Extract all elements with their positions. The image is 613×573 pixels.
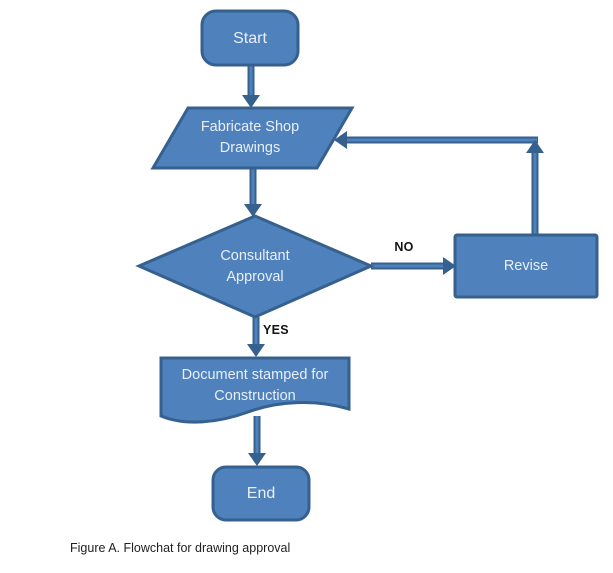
edge-label-no: NO xyxy=(394,240,414,254)
end-node-shape xyxy=(211,465,311,522)
arrowhead-into-approval xyxy=(244,204,262,217)
arrowhead-into-fabricate-top xyxy=(242,95,260,108)
figure-caption: Figure A. Flowchat for drawing approval xyxy=(70,541,291,555)
fabricate-node-shape xyxy=(150,106,355,170)
arrowhead-into-document xyxy=(247,344,265,357)
edge-label-yes: YES xyxy=(263,323,289,337)
arrowhead-into-end xyxy=(248,453,266,466)
arrowhead-into-fabricate-right xyxy=(334,131,347,149)
document-node-shape xyxy=(159,356,351,424)
arrowheads xyxy=(242,95,544,466)
connector-cores xyxy=(249,65,537,454)
arrowhead-up-from-revise xyxy=(526,140,544,153)
arrowhead-into-revise xyxy=(443,257,456,275)
approval-node-shape xyxy=(135,214,375,319)
revise-node-shape xyxy=(453,233,599,299)
start-node-shape xyxy=(200,9,300,67)
